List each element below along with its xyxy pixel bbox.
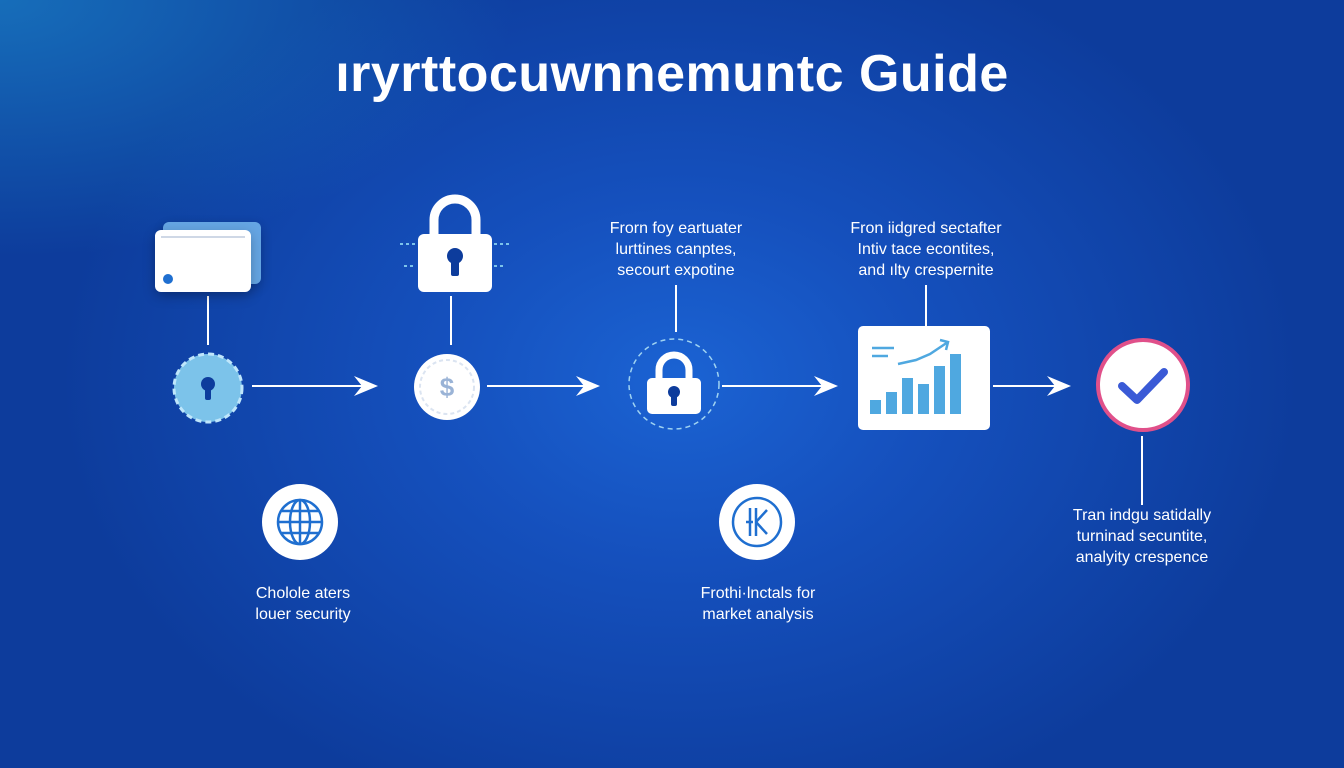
arrow-head-1 [354, 376, 378, 396]
wallet-card-icon [155, 222, 263, 296]
step3-top-label: Frorn foy eartuater lurttines canptes, s… [609, 220, 743, 279]
bottom-left-label: Cholole aters louer security [255, 585, 351, 623]
page-title: ıryrttocuwnnemuntc Guide [335, 45, 1009, 103]
key-badge-icon [172, 352, 244, 424]
globe-icon [262, 484, 338, 560]
arrow-head-3 [814, 376, 838, 396]
arrow-head-2 [576, 376, 600, 396]
svg-text:$: $ [440, 372, 455, 402]
bottom-mid-label: Frothi·lnctals for market analysis [700, 585, 816, 623]
right-label: Tran indgu satidally turninad secuntite,… [1072, 507, 1212, 566]
bar-chart-icon [858, 326, 990, 430]
crypto-coin-icon [719, 484, 795, 560]
step4-top-label: Fron iidgred sectafter Intiv tace econti… [850, 220, 1002, 279]
dollar-coin-icon: $ [414, 354, 480, 420]
checkmark-circle-icon [1096, 338, 1190, 432]
padlock-icon [400, 194, 510, 292]
lock-circle-icon [628, 338, 720, 430]
arrow-head-4 [1047, 376, 1071, 396]
